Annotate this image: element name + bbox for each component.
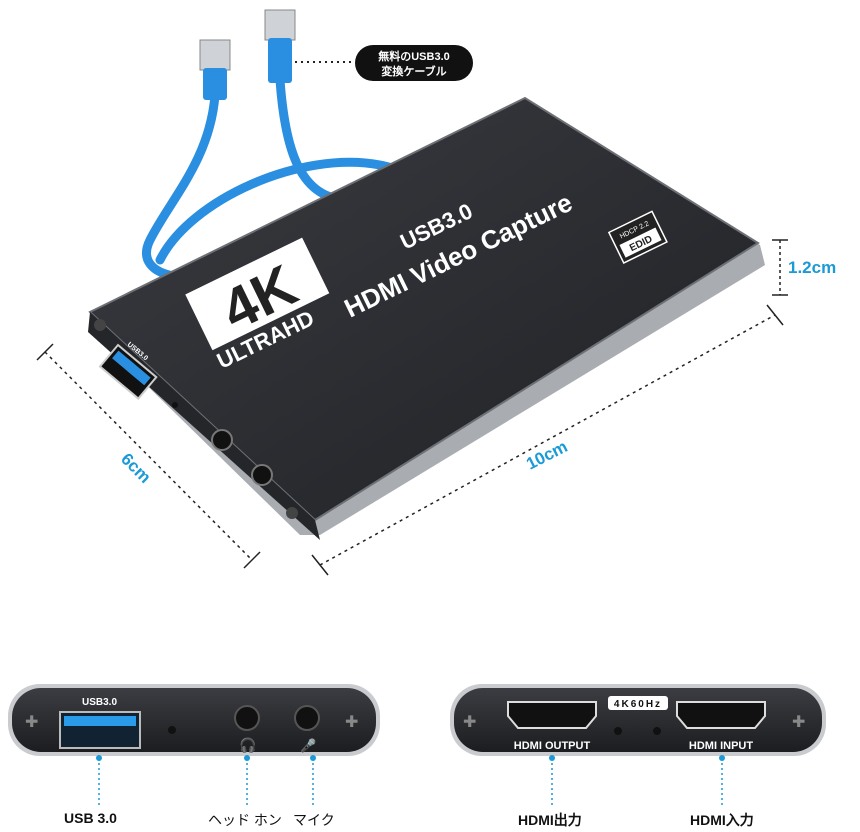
usb-plug-icon (199, 9, 296, 100)
microphone-icon: 🎤 (300, 737, 316, 753)
screw-icon: ✚ (463, 714, 476, 731)
callout-badge (355, 45, 473, 81)
screw-icon: ✚ (345, 714, 358, 731)
screw-icon: ✚ (25, 714, 38, 731)
headphone-jack (234, 705, 260, 731)
mic-jack (251, 464, 273, 486)
screw-icon (94, 319, 106, 331)
height-dimension: 1.2cm (788, 258, 836, 277)
hdmi-input-port (676, 701, 766, 729)
mic-jack (294, 705, 320, 731)
callout-hdmi-input: HDMI入力 (690, 812, 754, 828)
front-panel: ✚ ✚ USB3.0 🎧 🎤 (8, 684, 380, 756)
hdmi-output-label: HDMI OUTPUT (514, 740, 591, 752)
callout-line1: 無料のUSB3.0 (378, 49, 450, 63)
back-callout-lines (551, 758, 723, 805)
hdmi-output-port (507, 701, 597, 729)
back-panel: ✚ ✚ 4K60Hz HDMI OUTPUT HDMI INPUT (450, 684, 826, 756)
callout-usb: USB 3.0 (64, 810, 117, 826)
length-dimension: 10cm (523, 437, 570, 474)
screw-icon: ✚ (792, 714, 805, 731)
4k60hz-badge: 4K60Hz (614, 699, 662, 710)
dimension-lines (36, 239, 788, 576)
headphone-icon: 🎧 (239, 737, 256, 754)
callout-hdmi-output: HDMI出力 (518, 812, 582, 828)
callout-headphone: ヘッド ホン (208, 812, 282, 828)
capture-device: 4K ULTRAHD USB3.0 HDMI Video Capture HDC… (88, 96, 765, 540)
usb-port-label: USB3.0 (82, 697, 117, 708)
width-dimension: 6cm (117, 449, 154, 486)
screw-icon (286, 507, 298, 519)
front-callout-lines (98, 758, 314, 805)
headphone-jack (211, 429, 233, 451)
callout-line2: 変換ケーブル (381, 64, 446, 78)
callout-mic: マイク (293, 812, 335, 828)
hdmi-input-label: HDMI INPUT (689, 740, 753, 752)
